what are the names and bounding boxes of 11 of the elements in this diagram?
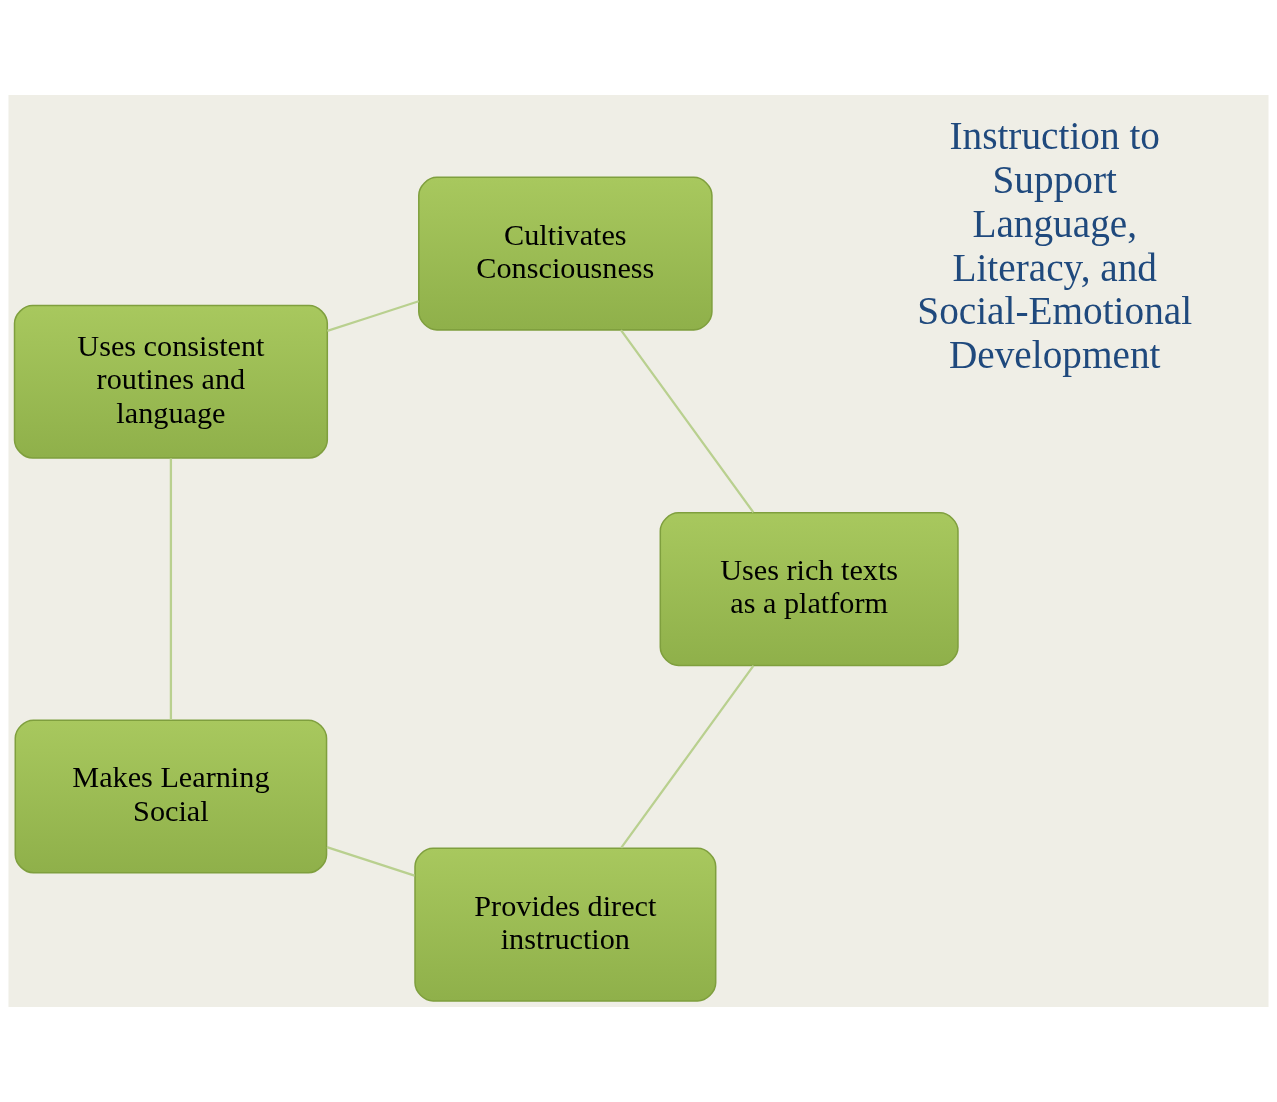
connector (326, 846, 415, 877)
node-box: Provides direct instruction (414, 847, 717, 1002)
connector (620, 665, 755, 849)
node-box: Cultivates Consciousness (418, 176, 713, 331)
connector (620, 329, 755, 513)
node-box: Makes Learning Social (14, 719, 328, 874)
connector (327, 300, 420, 332)
connector (169, 458, 173, 720)
label: Instruction to Support Language, Literacy, and Social-Emotional Development (917, 114, 1193, 377)
node-box: Uses consistent routines and language (13, 304, 329, 459)
node-box: Uses rich texts as a platform (659, 512, 959, 667)
